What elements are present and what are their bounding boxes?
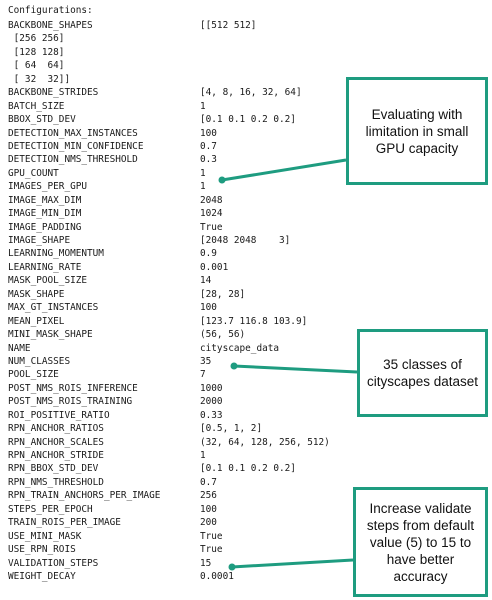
config-key: BACKBONE_SHAPES (8, 20, 93, 31)
config-value: 35 (200, 355, 212, 367)
config-value: 1 (200, 450, 206, 461)
config-value: cityscape_data (200, 342, 280, 354)
config-key: IMAGE_MAX_DIM (8, 194, 82, 206)
config-key: POOL_SIZE (8, 369, 59, 381)
config-value: [0.1 0.1 0.2 0.2] (200, 463, 296, 475)
config-value: 15 (200, 557, 212, 569)
config-key: MASK_POOL_SIZE (8, 275, 88, 287)
config-value: 1 (200, 167, 206, 179)
config-value: 0.7 (200, 476, 217, 488)
callout-gpu-text: Evaluating with limitation in small GPU … (365, 106, 469, 156)
config-key: USE_RPN_ROIS (8, 544, 76, 556)
config-key: [ 32 32]] (8, 73, 71, 85)
config-value: 200 (200, 517, 217, 529)
config-key: RPN_NMS_THRESHOLD (8, 476, 104, 488)
leader-line-classes (233, 364, 358, 374)
config-value: 7 (200, 369, 206, 381)
config-value: True (200, 221, 223, 233)
config-key: MINI_MASK_SHAPE (8, 329, 93, 341)
config-value: 1000 (200, 382, 223, 394)
config-value: 1 (200, 181, 206, 193)
config-key: WEIGHT_DECAY (8, 570, 76, 582)
config-value: [[512 512] (200, 20, 257, 31)
config-key: MASK_SHAPE (8, 288, 65, 300)
config-key: [128 128] (8, 46, 65, 58)
config-value: 0.33 (200, 409, 223, 421)
config-value: [123.7 116.8 103.9] (200, 315, 308, 327)
leader-dot-classes (230, 362, 238, 370)
config-value: 1024 (200, 208, 223, 220)
config-value: 14 (200, 275, 212, 287)
config-title: Configurations: (8, 5, 93, 16)
config-value: 256 (200, 490, 217, 502)
config-key: BBOX_STD_DEV (8, 114, 76, 126)
config-key: IMAGES_PER_GPU (8, 181, 88, 193)
leader-line-steps (231, 558, 354, 569)
callout-steps-text: Increase validate steps from default val… (366, 500, 475, 584)
config-value: [2048 2048 3] (200, 235, 291, 246)
config-key: NUM_CLASSES (8, 355, 71, 367)
config-key: IMAGE_PADDING (8, 221, 82, 233)
config-value: [0.5, 1, 2] (200, 423, 263, 435)
config-value: True (200, 544, 223, 556)
config-value: [4, 8, 16, 32, 64] (200, 87, 302, 99)
config-key: RPN_BBOX_STD_DEV (8, 463, 99, 475)
config-key: LEARNING_MOMENTUM (8, 248, 104, 260)
config-key: MEAN_PIXEL (8, 315, 65, 327)
config-key: TRAIN_ROIS_PER_IMAGE (8, 517, 121, 529)
config-value: (32, 64, 128, 256, 512) (200, 436, 330, 448)
config-value: 2000 (200, 396, 223, 408)
config-value: True (200, 530, 223, 542)
config-key: USE_MINI_MASK (8, 530, 82, 542)
config-value: 0.0001 (200, 570, 234, 582)
config-key: IMAGE_SHAPE (8, 235, 71, 246)
config-value: 0.3 (200, 154, 217, 166)
config-key: MAX_GT_INSTANCES (8, 302, 99, 314)
leader-line-gpu (221, 158, 347, 182)
config-value: 1 (200, 100, 206, 112)
config-key: RPN_ANCHOR_RATIOS (8, 423, 104, 435)
config-key: RPN_TRAIN_ANCHORS_PER_IMAGE (8, 490, 161, 502)
config-key: BACKBONE_STRIDES (8, 87, 99, 99)
config-key: DETECTION_NMS_THRESHOLD (8, 154, 138, 166)
config-key: RPN_ANCHOR_STRIDE (8, 450, 104, 461)
config-value: 0.001 (200, 261, 229, 273)
config-key: NAME (8, 342, 31, 354)
config-key: STEPS_PER_EPOCH (8, 503, 93, 515)
config-value: 2048 (200, 194, 223, 206)
config-key: VALIDATION_STEPS (8, 557, 99, 569)
callout-num-classes: 35 classes of cityscapes dataset (357, 329, 488, 417)
callout-classes-text: 35 classes of cityscapes dataset (366, 357, 479, 389)
leader-dot-gpu (218, 176, 226, 184)
config-value: 100 (200, 302, 217, 314)
config-key: [ 64 64] (8, 60, 65, 72)
config-key: ROI_POSITIVE_RATIO (8, 409, 110, 421)
config-key: LEARNING_RATE (8, 261, 82, 273)
config-key: RPN_ANCHOR_SCALES (8, 436, 104, 448)
config-key: GPU_COUNT (8, 167, 59, 179)
config-key: DETECTION_MIN_CONFIDENCE (8, 140, 144, 152)
config-key: POST_NMS_ROIS_INFERENCE (8, 382, 138, 394)
config-key: BATCH_SIZE (8, 100, 65, 112)
config-key: DETECTION_MAX_INSTANCES (8, 127, 138, 139)
config-value: (56, 56) (200, 329, 246, 341)
config-value: 100 (200, 127, 217, 139)
config-value: [0.1 0.1 0.2 0.2] (200, 114, 296, 126)
config-key: POST_NMS_ROIS_TRAINING (8, 396, 133, 408)
config-key: [256 256] (8, 33, 65, 45)
config-value: 0.9 (200, 248, 217, 260)
callout-gpu-limitation: Evaluating with limitation in small GPU … (346, 77, 488, 185)
config-value: [28, 28] (200, 288, 246, 300)
config-value: 0.7 (200, 140, 217, 152)
config-value: 100 (200, 503, 217, 515)
callout-validation-steps: Increase validate steps from default val… (353, 487, 488, 597)
config-key: IMAGE_MIN_DIM (8, 208, 82, 220)
